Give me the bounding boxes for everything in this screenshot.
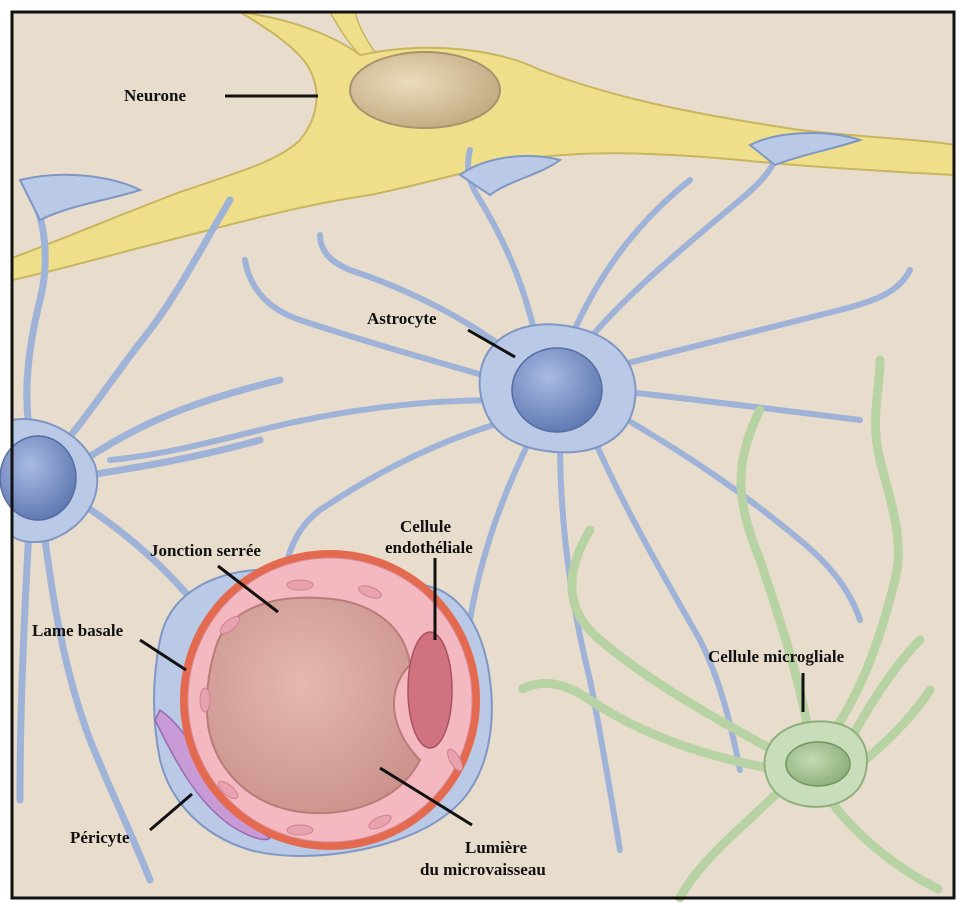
- label-cellule-endotheliale-1: Cellule: [400, 517, 451, 536]
- label-jonction-serree: Jonction serrée: [150, 541, 261, 560]
- microglia-nucleus: [786, 742, 850, 786]
- label-lumiere-1: Lumière: [465, 838, 527, 857]
- endothelial-nucleus: [408, 632, 452, 748]
- label-cellule-microgliale: Cellule microgliale: [708, 647, 845, 666]
- astrocyte-nucleus: [512, 348, 602, 432]
- label-neurone: Neurone: [124, 86, 186, 105]
- neuron-nucleus: [350, 52, 500, 128]
- label-cellule-endotheliale-2: endothéliale: [385, 538, 473, 557]
- label-lumiere-2: du microvaisseau: [420, 860, 546, 879]
- label-pericyte: Péricyte: [70, 828, 130, 847]
- label-astrocyte: Astrocyte: [367, 309, 437, 328]
- label-lame-basale: Lame basale: [32, 621, 124, 640]
- astrocyte-center: [480, 324, 636, 452]
- vessel-lumen: [207, 598, 420, 813]
